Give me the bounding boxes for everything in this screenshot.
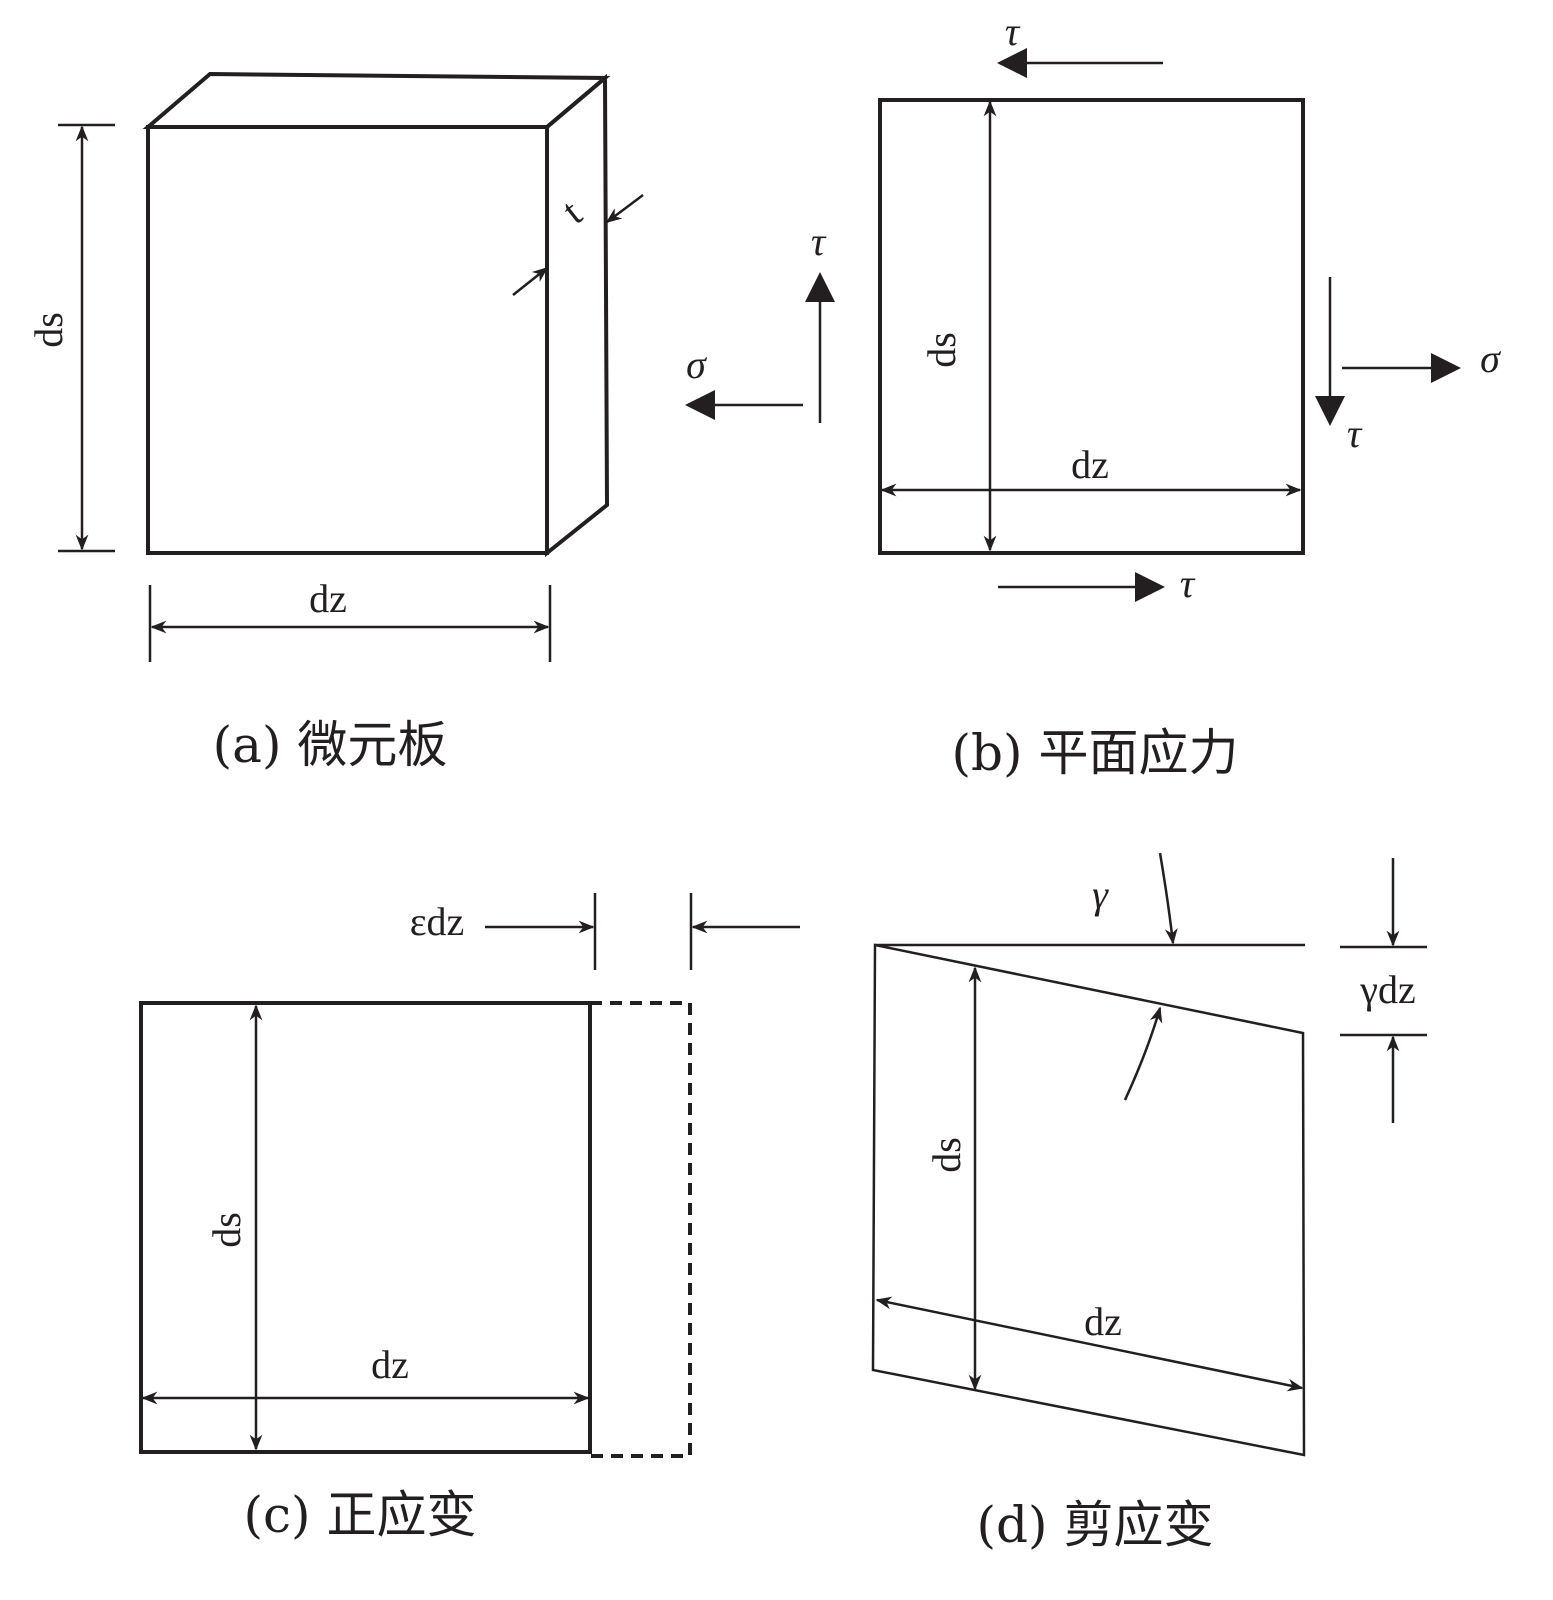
plate-side-face [545,73,610,558]
gamma-arrow-top [1158,852,1178,945]
dz-label: dz [309,576,347,621]
sigma-label: σ [686,342,707,387]
ds-label: ds [204,1212,249,1248]
tau-label: τ [811,219,827,264]
plate-top-face [142,71,611,129]
caption-c: (c) 正应变 [244,1486,477,1544]
element-square [878,98,1305,555]
dz-label: dz [371,1342,409,1387]
tau-label: τ [1347,411,1363,456]
panel-a-micro-plate: ds dz t (a) 微元板 [26,71,644,774]
panel-c-normal-strain: ds dz εdz (c) 正应变 [139,893,800,1544]
dz-label: dz [1084,1299,1122,1344]
elongated-outline [590,1001,692,1458]
gamma-label: γ [1092,872,1109,917]
ds-label: ds [919,332,964,368]
dz-label: dz [1071,442,1109,487]
plate-front-face [146,125,549,555]
panel-b-plane-stress: ds dz τ τ τ σ τ σ (b) 平面应力 [685,9,1501,782]
element-square [139,1001,592,1454]
ds-label: ds [924,1137,969,1173]
gamma-dz-label: γdz [1359,967,1415,1012]
epsilon-dz-label: εdz [410,899,465,944]
caption-b: (b) 平面应力 [952,724,1239,782]
sheared-element [871,943,1306,1457]
panel-d-shear-strain: ds dz γ γdz (d) 剪应变 [871,852,1427,1554]
caption-d: (d) 剪应变 [977,1496,1214,1554]
caption-a: (a) 微元板 [213,716,448,774]
ds-label: ds [26,312,71,348]
t-label: t [553,190,589,232]
gamma-arrow-bottom [1123,1006,1163,1101]
sigma-label: σ [1480,336,1501,381]
thickness-arrow [605,194,644,223]
tau-label: τ [1005,9,1021,54]
tau-label: τ [1180,561,1196,606]
